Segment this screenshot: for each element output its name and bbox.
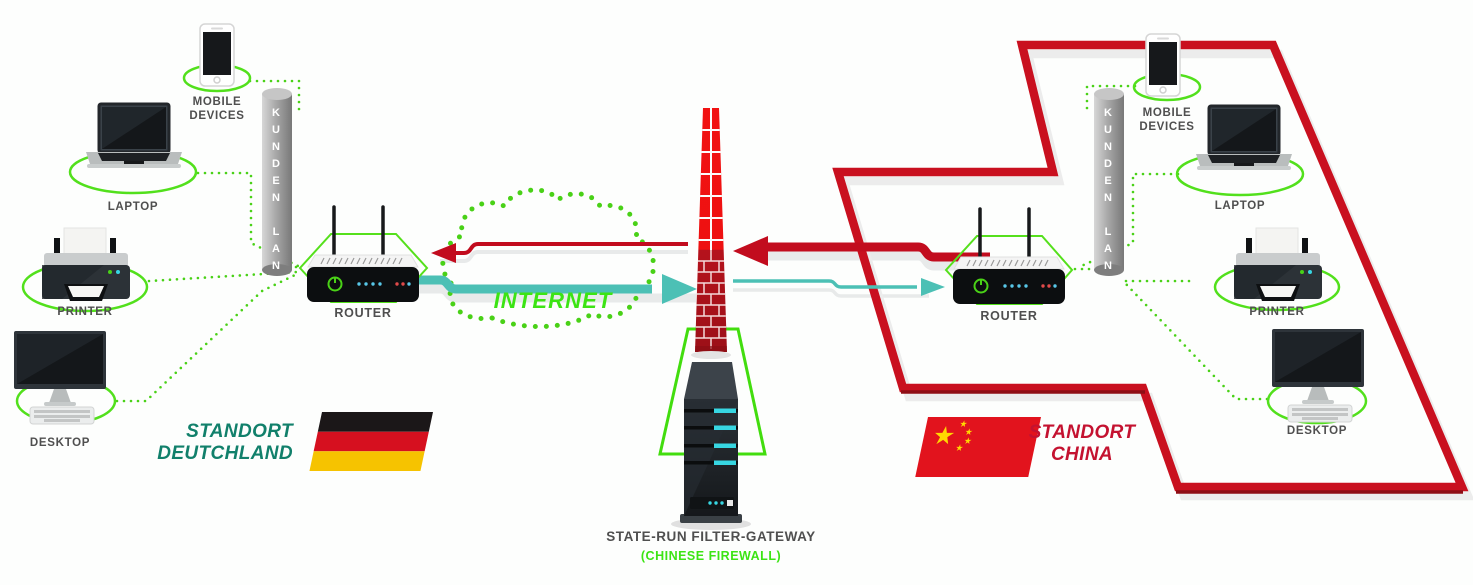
label-desktop-left: DESKTOP (29, 437, 91, 449)
standort-cn-line2: CHINA (1050, 443, 1114, 465)
desktop-icon (1271, 328, 1365, 423)
lan-dotted-links (115, 79, 1269, 403)
label-kunden-lan-left: KUNDEN LAN (270, 107, 282, 277)
outgoing-traffic-arrow (418, 274, 945, 304)
mobile-device-icon (1145, 33, 1181, 97)
label-desktop-right: DESKTOP (1286, 425, 1348, 437)
internet-cloud-icon (440, 187, 656, 330)
standort-cn-line1: STANDORT (1028, 422, 1136, 443)
label-mobile-devices-right: MOBILE DEVICES (1139, 107, 1195, 134)
standort-de-line2: DEUTCHLAND (157, 442, 293, 464)
label-gateway-sub: (CHINESE FIREWALL) (640, 549, 782, 563)
label-printer-left: PRINTER (57, 306, 113, 318)
printer-icon (41, 227, 131, 302)
german-flag-icon (309, 412, 433, 471)
label-internet: INTERNET (493, 288, 613, 313)
desktop-icon (13, 330, 107, 425)
router-icon (951, 207, 1067, 306)
label-router-left: ROUTER (334, 306, 392, 320)
label-router-right: ROUTER (980, 309, 1038, 323)
label-standort-china: STANDORT CHINA (1024, 422, 1140, 466)
label-kunden-lan-right: KUNDEN LAN (1102, 107, 1114, 277)
label-laptop-right: LAPTOP (1214, 200, 1266, 212)
china-flag-icon (915, 417, 1041, 477)
label-mobile-devices-left: MOBILE DEVICES (189, 96, 245, 123)
standort-de-line1: STANDORT (186, 421, 293, 442)
label-standort-deutchland: STANDORT DEUTCHLAND (140, 421, 293, 465)
label-gateway: STATE-RUN FILTER-GATEWAY (606, 529, 816, 544)
blocked-traffic-arrow (431, 236, 990, 266)
printer-icon (1233, 227, 1323, 302)
router-icon (305, 205, 421, 304)
firewall-wall-icon (691, 108, 731, 359)
label-printer-right: PRINTER (1249, 306, 1305, 318)
mobile-device-icon (199, 23, 235, 87)
china-border-outline (832, 40, 1473, 501)
label-laptop-left: LAPTOP (107, 201, 159, 213)
server-gateway-icon (671, 362, 751, 530)
